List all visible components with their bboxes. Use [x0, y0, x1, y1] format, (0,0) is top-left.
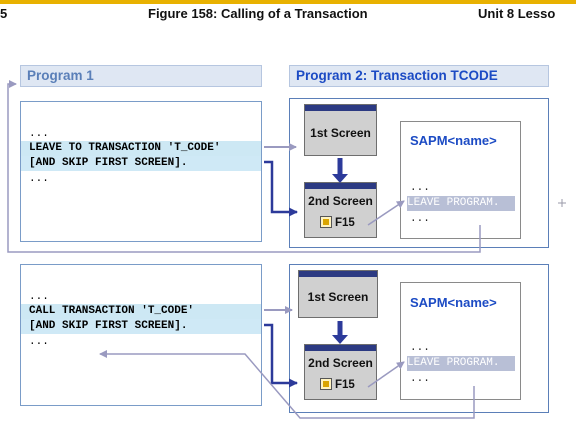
code-line: ...	[29, 291, 49, 303]
arrow-f15-to-leave-program-bottom	[367, 361, 405, 388]
code-line: ...	[29, 173, 49, 185]
code-line: ...	[410, 342, 430, 354]
second-screen-bottom: 2nd Screen F15	[304, 344, 377, 400]
arrow-skip-to-second-screen	[264, 160, 298, 217]
program1-code-box-bottom: ... CALL TRANSACTION 'T_CODE' [AND SKIP …	[20, 264, 262, 406]
first-screen-label: 1st Screen	[307, 290, 369, 304]
code-line-skip-first-screen: [AND SKIP FIRST SCREEN].	[21, 319, 261, 334]
second-screen-label: 2nd Screen	[308, 356, 373, 370]
f15-key[interactable]: F15	[320, 378, 355, 391]
code-line: ...	[29, 128, 49, 140]
leave-program-line: LEAVE PROGRAM.	[407, 356, 515, 371]
f15-key[interactable]: F15	[320, 216, 355, 229]
arrowhead-first-to-second-bottom	[332, 335, 348, 344]
sapm-title: SAPM<name>	[410, 133, 497, 148]
first-screen-bottom: 1st Screen	[298, 270, 378, 318]
arrowhead-first-to-second	[332, 174, 348, 183]
return-path-top	[7, 80, 481, 253]
program1-code-box: ... LEAVE TO TRANSACTION 'T_CODE' [AND S…	[20, 101, 262, 242]
arrow-skip-to-second-screen-bottom	[264, 323, 298, 388]
code-line: ...	[29, 336, 49, 348]
first-screen-top: 1st Screen	[304, 104, 377, 156]
f15-label: F15	[335, 379, 355, 391]
second-screen-label: 2nd Screen	[308, 194, 373, 208]
move-cursor-icon	[558, 199, 566, 207]
page-number: 5	[0, 6, 8, 21]
header-bar	[0, 0, 576, 4]
function-key-icon	[320, 216, 332, 228]
sapm-program-top: SAPM<name> ... LEAVE PROGRAM. ...	[400, 121, 521, 239]
code-line: ...	[410, 182, 430, 194]
sapm-program-bottom: SAPM<name> ... LEAVE PROGRAM. ...	[400, 282, 521, 400]
program2-title: Program 2: Transaction TCODE	[289, 65, 549, 87]
code-line: ...	[410, 373, 430, 385]
return-path-bottom	[99, 350, 475, 419]
f15-label: F15	[335, 217, 355, 229]
figure-title: Figure 158: Calling of a Transaction	[148, 6, 368, 21]
first-screen-label: 1st Screen	[310, 126, 371, 140]
code-line-leave-to-transaction: LEAVE TO TRANSACTION 'T_CODE'	[21, 141, 261, 156]
code-line: ...	[410, 213, 430, 225]
code-line-skip-first-screen: [AND SKIP FIRST SCREEN].	[21, 156, 261, 171]
code-line-call-transaction: CALL TRANSACTION 'T_CODE'	[21, 304, 261, 319]
sapm-title: SAPM<name>	[410, 295, 497, 310]
program1-title: Program 1	[20, 65, 262, 87]
leave-program-line: LEAVE PROGRAM.	[407, 196, 515, 211]
arrow-f15-to-leave-program	[367, 200, 405, 226]
second-screen-top: 2nd Screen F15	[304, 182, 377, 238]
function-key-icon	[320, 378, 332, 390]
unit-label: Unit 8 Lesso	[478, 6, 556, 21]
